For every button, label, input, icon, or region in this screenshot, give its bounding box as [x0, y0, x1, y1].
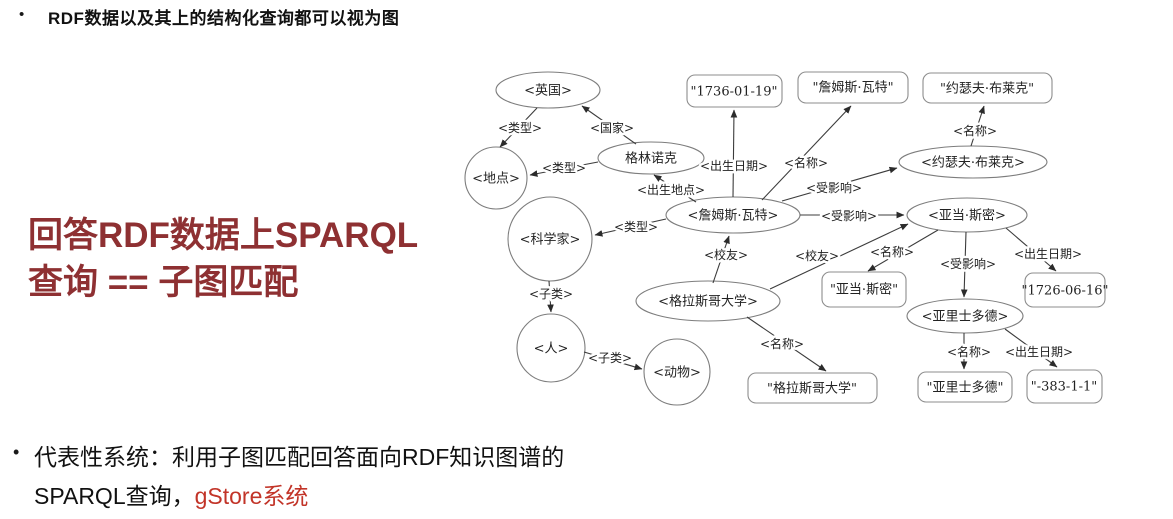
edge-label-watt-type: <类型> — [614, 220, 658, 234]
literal-aristotle-label: "亚里士多德" — [927, 380, 1004, 396]
edge-watt-birthdate — [730, 109, 738, 198]
literal-adam-smith: "亚当·斯密" — [821, 271, 907, 308]
node-animal: <动物> — [643, 338, 711, 406]
edge-greenock-type — [529, 161, 599, 177]
edge-label-aristotle-name: <名称> — [947, 344, 991, 359]
node-uk: <英国> — [495, 71, 601, 109]
heading-line1: 回答RDF数据上SPARQL — [28, 216, 419, 255]
edge-watt-influenced-black — [781, 166, 898, 202]
literal-1736-01-19-label: "1736-01-19" — [691, 85, 778, 100]
node-greenock-label: 格林诺克 — [625, 151, 677, 167]
literal-joseph-black: "约瑟夫·布莱克" — [922, 72, 1053, 104]
edge-label-glasgow-alumni-watt: <校友> — [704, 247, 748, 262]
gstore-system-text: gStore系统 — [194, 483, 309, 509]
node-aristotle-label: <亚里士多德> — [922, 309, 1009, 325]
edge-label-scientist-subclass: <子类> — [529, 287, 573, 301]
node-person: <人> — [516, 313, 586, 383]
literal-1726-06-16: "1726-06-16" — [1022, 272, 1109, 308]
edge-label-watt-birthplace: <出生地点> — [637, 183, 705, 197]
edge-glasgow-name — [746, 316, 827, 372]
edge-black-name — [970, 105, 985, 147]
edge-label-uk-type: <类型> — [498, 121, 542, 135]
literal-james-watt: "詹姆斯·瓦特" — [797, 71, 909, 104]
node-glasgow-university-label: <格拉斯哥大学> — [658, 294, 758, 310]
literal-glasgow-university-label: "格拉斯哥大学" — [767, 381, 857, 397]
edge-glasgow-alumni-watt — [712, 235, 730, 284]
bottom-bullet-text: 代表性系统：利用子图匹配回答面向RDF知识图谱的 SPARQL查询，gStore… — [34, 438, 564, 516]
edge-label-watt-influenced-black: <受影响> — [806, 180, 862, 195]
edge-label-glasgow-alumni-smith: <校友> — [795, 248, 839, 263]
edge-person-subclass — [583, 351, 643, 371]
edge-smith-name — [867, 229, 939, 272]
bottom-bullet-line2: SPARQL查询，gStore系统 — [34, 477, 564, 516]
node-james-watt: <詹姆斯·瓦特> — [665, 196, 801, 234]
node-animal-label: <动物> — [653, 366, 701, 381]
edge-label-watt-name: <名称> — [784, 155, 828, 170]
node-scientist-label: <科学家> — [520, 232, 581, 248]
node-james-watt-label: <詹姆斯·瓦特> — [688, 209, 779, 224]
literal-1726-06-16-label: "1726-06-16" — [1022, 284, 1109, 299]
node-aristotle: <亚里士多德> — [906, 298, 1024, 334]
node-location: <地点> — [464, 146, 528, 210]
edge-label-greenock-country: <国家> — [590, 120, 634, 135]
edge-aristotle-birthdate — [1004, 328, 1058, 368]
edge-label-black-name: <名称> — [953, 123, 997, 138]
heading-line2: 查询 == 子图匹配 — [28, 263, 299, 302]
node-adam-smith: <亚当·斯密> — [906, 197, 1028, 233]
literal-joseph-black-label: "约瑟夫·布莱克" — [940, 82, 1034, 97]
edge-label-smith-birthdate: <出生日期> — [1014, 247, 1082, 261]
edge-watt-type — [594, 218, 667, 237]
node-person-label: <人> — [534, 342, 569, 357]
bottom-bullet-dot: • — [13, 442, 20, 462]
node-joseph-black: <约瑟夫·布莱克> — [898, 145, 1048, 179]
edge-label-watt-birthdate: <出生日期> — [700, 159, 768, 173]
edge-label-aristotle-birthdate: <出生日期> — [1005, 345, 1073, 359]
edge-uk-type — [499, 107, 538, 148]
edge-watt-birthplace — [653, 174, 697, 203]
slide-heading: 回答RDF数据上SPARQL 查询 == 子图匹配 — [28, 212, 418, 306]
bottom-bullet-line1: 代表性系统：利用子图匹配回答面向RDF知识图谱的 — [34, 444, 565, 470]
literal-1736-01-19: "1736-01-19" — [686, 74, 783, 108]
literal-aristotle: "亚里士多德" — [917, 371, 1013, 403]
literal-minus-383-1-1-label: "-383-1-1" — [1031, 380, 1098, 395]
edge-smith-influenced — [960, 231, 968, 298]
edge-label-smith-name: <名称> — [870, 244, 914, 259]
literal-james-watt-label: "詹姆斯·瓦特" — [812, 81, 893, 96]
edge-watt-name — [761, 105, 852, 201]
node-adam-smith-label: <亚当·斯密> — [928, 208, 1006, 224]
edge-label-person-subclass: <子类> — [588, 351, 632, 365]
node-scientist: <科学家> — [507, 196, 593, 282]
top-bullet-dot: • — [19, 6, 25, 23]
node-greenock: 格林诺克 — [597, 141, 705, 175]
edge-label-greenock-type: <类型> — [542, 161, 586, 175]
literal-minus-383-1-1: "-383-1-1" — [1026, 369, 1103, 404]
edge-greenock-country — [581, 105, 637, 145]
top-bullet-text: RDF数据以及其上的结构化查询都可以视为图 — [48, 9, 400, 28]
edge-smith-birthdate — [1005, 227, 1057, 272]
edge-label-glasgow-name: <名称> — [760, 336, 804, 351]
edge-glasgow-alumni-smith — [769, 223, 909, 290]
edge-scientist-subclass — [547, 280, 554, 313]
literal-adam-smith-label: "亚当·斯密" — [830, 282, 898, 298]
node-uk-label: <英国> — [524, 84, 572, 99]
node-glasgow-university: <格拉斯哥大学> — [635, 280, 781, 322]
node-location-label: <地点> — [472, 172, 520, 187]
literal-glasgow-university: "格拉斯哥大学" — [747, 372, 878, 404]
node-joseph-black-label: <约瑟夫·布莱克> — [921, 156, 1025, 171]
edge-label-smith-influenced: <受影响> — [940, 256, 996, 271]
bottom-bullet-line2-black: SPARQL查询， — [34, 483, 195, 509]
edge-label-watt-influenced-smith: <受影响> — [821, 208, 877, 223]
